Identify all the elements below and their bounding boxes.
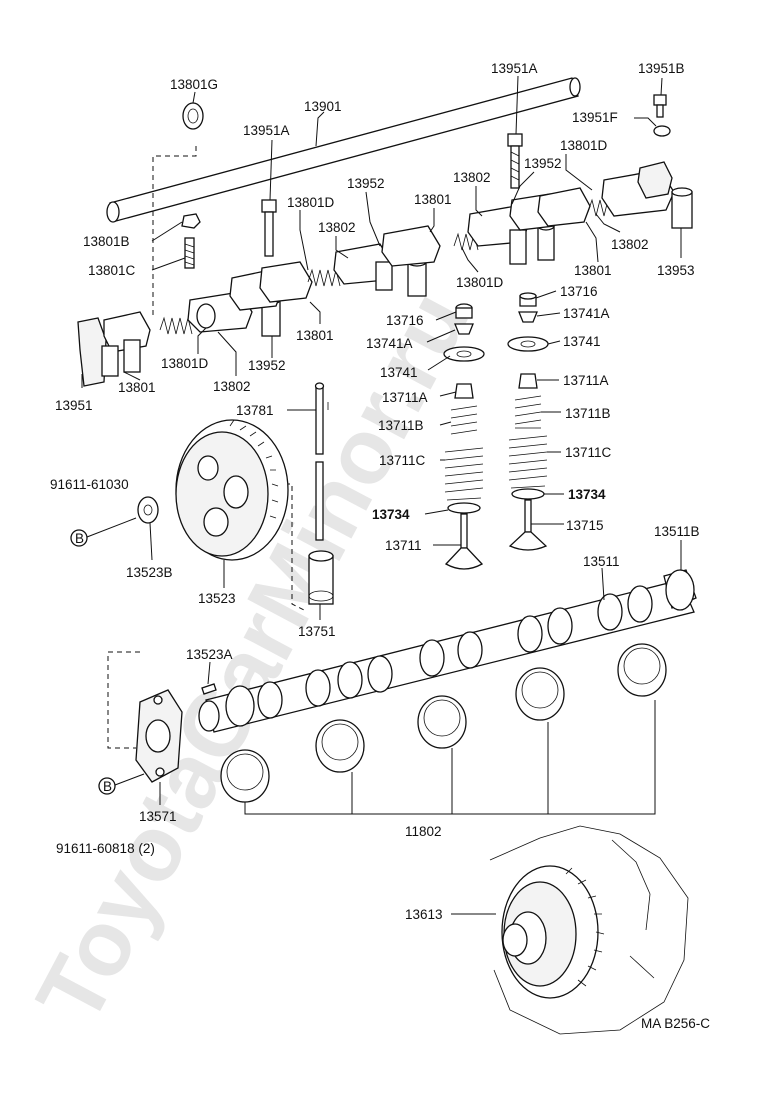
label-11802: 11802 <box>405 824 442 839</box>
label-13801D-a: 13801D <box>287 195 335 210</box>
bolt-13951A-left <box>261 199 277 257</box>
label-91611-60818: 91611-60818 (2) <box>56 841 155 856</box>
label-13711C-left: 13711C <box>379 453 426 468</box>
svg-text:B: B <box>75 531 84 546</box>
crankshaft-gear <box>489 825 689 1035</box>
svg-text:B: B <box>103 779 112 794</box>
label-13511B: 13511B <box>654 524 700 539</box>
valve-assembly-left <box>443 303 485 570</box>
label-13802-top: 13802 <box>453 170 491 185</box>
camshaft-gear <box>175 419 289 561</box>
adjust-nut <box>181 213 201 229</box>
label-13951A-top: 13951A <box>491 61 538 76</box>
part-labels: 13801G 13901 13951A 13951B 13951F 13951A… <box>50 61 710 1031</box>
label-13952-right: 13952 <box>524 156 562 171</box>
label-13711B-right: 13711B <box>565 406 611 421</box>
label-13801B: 13801B <box>83 234 130 249</box>
dashed-leader-plug <box>152 146 197 318</box>
callout-b-top-leader <box>86 517 137 538</box>
label-13734-left: 13734 <box>372 507 410 522</box>
label-13801C: 13801C <box>88 263 136 278</box>
rocker-arm-group <box>77 161 693 387</box>
label-13711A-right: 13711A <box>563 373 609 388</box>
label-13802-a: 13802 <box>318 220 356 235</box>
label-13523B: 13523B <box>126 565 173 580</box>
label-13716-left: 13716 <box>386 313 424 328</box>
label-13901: 13901 <box>304 99 342 114</box>
callout-b-low: B <box>98 777 116 795</box>
label-13711B-left: 13711B <box>378 418 424 433</box>
label-13952-mid: 13952 <box>347 176 385 191</box>
bolt-13951A-right <box>507 133 523 189</box>
label-13741A-left: 13741A <box>366 336 413 351</box>
label-13741A-right: 13741A <box>563 306 610 321</box>
label-13523A: 13523A <box>186 647 233 662</box>
rocker-shaft <box>106 77 581 223</box>
valve-assembly-right <box>507 292 549 551</box>
label-13711C-right: 13711C <box>565 445 612 460</box>
callout-b-low-leader <box>114 773 145 786</box>
label-13781: 13781 <box>236 403 274 418</box>
label-13953: 13953 <box>657 263 695 278</box>
label-13734-right: 13734 <box>568 487 606 502</box>
label-13571: 13571 <box>139 809 177 824</box>
label-13801-low: 13801 <box>118 380 156 395</box>
label-13801-mid: 13801 <box>296 328 334 343</box>
label-13711: 13711 <box>385 538 422 553</box>
diagram-code: MA B256-C <box>641 1016 710 1031</box>
pushrod <box>314 382 325 541</box>
label-13801-right: 13801 <box>574 263 612 278</box>
camshaft <box>198 579 695 733</box>
dashed-gear-plate <box>107 651 140 749</box>
label-13951A-mid: 13951A <box>243 123 290 138</box>
label-13801G: 13801G <box>170 77 218 92</box>
washer-top-right <box>653 125 671 137</box>
label-13741-right: 13741 <box>563 334 601 349</box>
gear-washer-hole <box>143 504 153 516</box>
label-13951F: 13951F <box>572 110 618 125</box>
gear-washer <box>137 496 159 524</box>
leader-lines <box>81 75 682 915</box>
label-13951: 13951 <box>55 398 93 413</box>
label-13716-right: 13716 <box>560 284 598 299</box>
label-13523: 13523 <box>198 591 236 606</box>
label-13801-top: 13801 <box>414 192 452 207</box>
label-13613: 13613 <box>405 907 443 922</box>
shaft-bolt-top-right <box>653 94 667 118</box>
label-91611-61030: 91611-61030 <box>50 477 129 492</box>
label-13751: 13751 <box>298 624 336 639</box>
camshaft-end-plug <box>663 569 697 611</box>
label-13711A-left: 13711A <box>382 390 428 405</box>
bearing-leader-lines <box>244 700 656 815</box>
label-13715: 13715 <box>566 518 604 533</box>
label-13802-low: 13802 <box>213 379 251 394</box>
label-13952-low: 13952 <box>248 358 286 373</box>
dashed-pushrod-gear <box>276 483 305 611</box>
woodruff-key <box>201 683 217 695</box>
label-13951B: 13951B <box>638 61 685 76</box>
label-13801D-top: 13801D <box>560 138 608 153</box>
thrust-plate <box>135 689 183 783</box>
valve-lifter <box>308 550 334 605</box>
label-13801D-c: 13801D <box>161 356 209 371</box>
adjust-screw <box>184 237 195 269</box>
label-13511: 13511 <box>583 554 620 569</box>
shaft-plug <box>182 102 204 130</box>
camshaft-bearings <box>220 643 667 803</box>
callout-b-top: B <box>70 529 88 547</box>
label-13801D-b: 13801D <box>456 275 504 290</box>
label-13802-b: 13802 <box>611 237 649 252</box>
label-13741-left: 13741 <box>380 365 418 380</box>
